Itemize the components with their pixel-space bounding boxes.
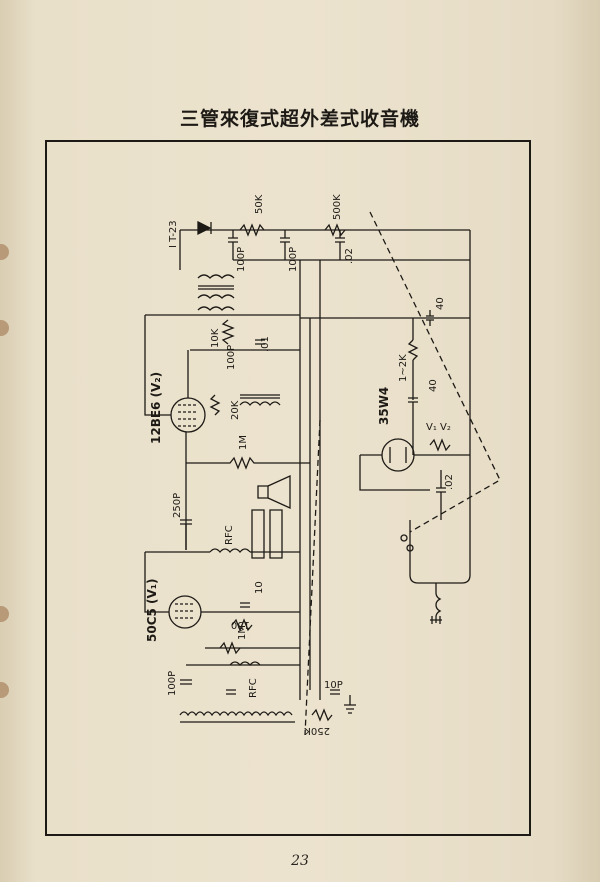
label-100p-c: 100P (226, 345, 237, 370)
label-500k: 500K (332, 194, 343, 220)
label-40-a: 40 (435, 297, 446, 310)
label-it23: I T-23 (168, 220, 179, 248)
label-50k: 50K (254, 194, 265, 214)
label-40-b: 40 (428, 379, 439, 392)
label-100p-d: 100P (167, 671, 178, 696)
label-20k: 20K (230, 400, 241, 420)
page-title: 三管來復式超外差式收音機 (179, 108, 420, 130)
label-250k: 250K (304, 725, 330, 736)
label-100p-a: 100P (236, 247, 247, 272)
label-1to2k: 1~2K (398, 354, 409, 382)
label-rfc-a: RFC (224, 525, 235, 545)
binding-hole (0, 320, 9, 336)
tube-label-50c5: 50C5 (V₁) (145, 578, 159, 642)
label-02-b: .02 (444, 474, 455, 490)
label-1m-a: 1M (238, 435, 249, 450)
label-1m-b: 1M (237, 625, 248, 640)
label-250p: 250P (172, 493, 183, 518)
page-number: 23 (291, 853, 309, 869)
binding-hole (0, 244, 9, 260)
schematic-frame (45, 140, 531, 836)
label-rfc-b: RFC (248, 678, 259, 698)
label-01: .01 (260, 336, 271, 352)
label-100p-b: 100P (288, 247, 299, 272)
label-10k: 10K (210, 328, 221, 348)
label-v1v2: V₁ V₂ (426, 422, 451, 433)
tube-label-35w4: 35W4 (377, 387, 391, 425)
label-02-a: .02 (344, 248, 355, 264)
binding-hole (0, 606, 9, 622)
binding-hole (0, 682, 9, 698)
label-10p: 10P (324, 680, 343, 691)
label-150: 150 (231, 619, 250, 630)
label-10: 10 (254, 581, 265, 594)
tube-label-12be6: 12BE6 (V₂) (149, 372, 163, 444)
